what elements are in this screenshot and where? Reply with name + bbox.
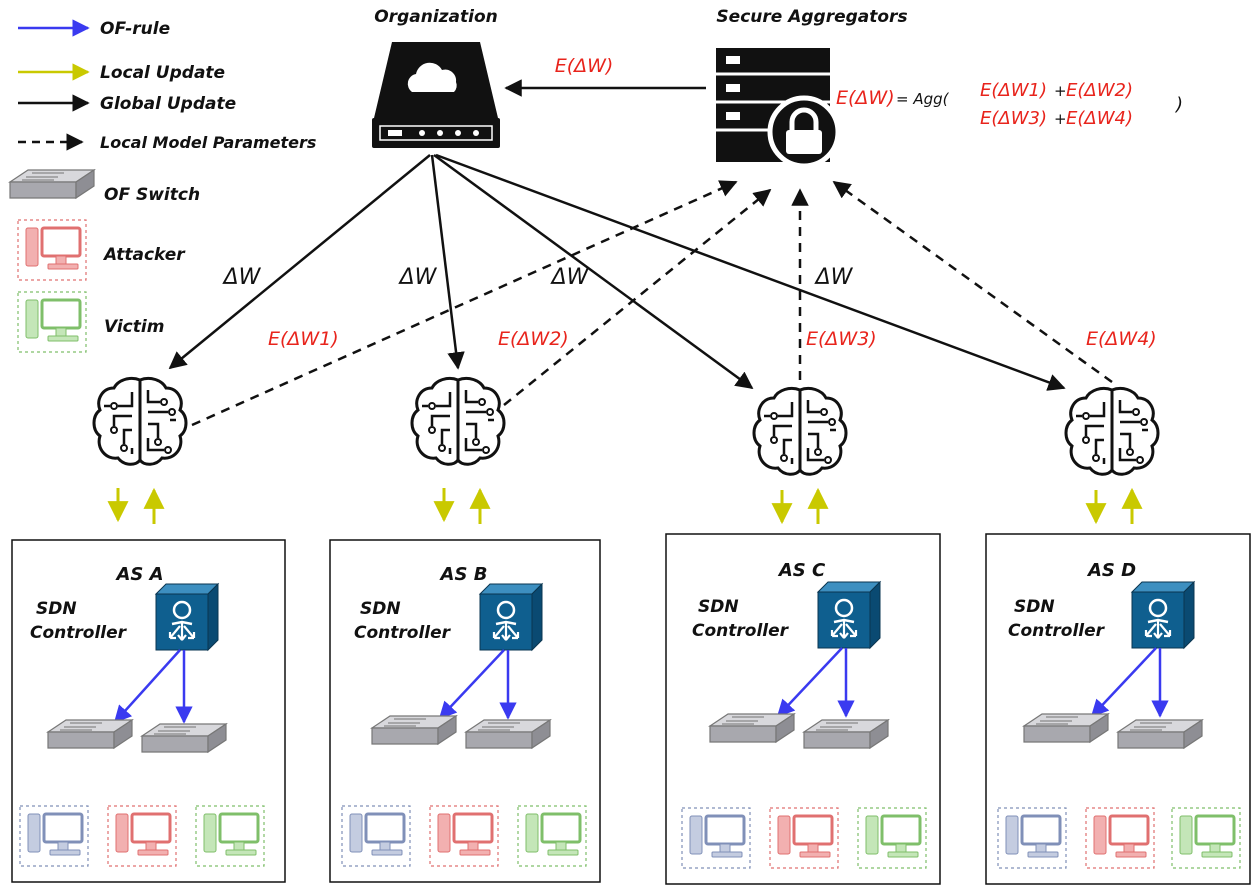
secure-aggregators-node: Secure Aggregators [716,7,908,169]
enc-w2-label: E(ΔW2) [498,328,569,350]
enc-w1-label: E(ΔW1) [268,328,339,350]
of-switch-icon [1117,719,1203,749]
attacker-pc-icon [1084,806,1156,870]
pc-icon [996,806,1068,870]
legend-of-rule-label: OF-rule [100,19,170,39]
global-arrow-a [168,154,431,370]
local-model-brain-icon-d [1064,386,1160,476]
sdn-controller-icon [816,580,882,650]
cloud-icon [407,62,457,92]
server-icon [372,42,500,148]
of-switch-icon [709,713,795,743]
formula-lhs: E(ΔW) [836,87,895,109]
legend-local-params-label: Local Model Parameters [100,133,316,152]
sdn-controller-icon [478,582,544,652]
pc-icon [340,804,412,868]
of-switch-icon [371,715,457,745]
delta-w-label-c: ΔW [550,265,590,290]
global-arrow-c [433,153,754,390]
formula-term-3: E(ΔW3) [980,108,1047,129]
local-model-brain-icon-a [92,376,188,466]
formula-term-1: E(ΔW1) [980,80,1047,101]
attacker-pc-icon [768,806,840,870]
attacker-pc-icon [428,804,500,868]
as-box-border [665,533,941,885]
organization-label: Organization [374,7,498,27]
formula-term-2: E(ΔW2) [1066,80,1133,101]
formula-eq: = Agg( [896,90,950,108]
formula-plus-1: + [1054,82,1067,100]
global-arrow-b [430,154,465,370]
sdn-controller-icon [1130,580,1196,650]
formula-plus-2: + [1054,110,1067,128]
delta-w-label-d: ΔW [814,265,854,290]
controller-label-line1: SDN [1014,597,1055,617]
victim-pc-icon [856,806,928,870]
victim-pc-icon [1170,806,1242,870]
controller-label-line2: Controller [1008,621,1106,641]
global-update-arrows [168,153,1066,391]
local-model-brain-icon-b [410,376,506,466]
as-box-border [985,533,1251,885]
as-title: AS B [439,564,488,585]
victim-pc-icon [516,804,588,868]
org-encrypted-label: E(ΔW) [555,55,614,77]
as-title: AS D [1086,560,1136,581]
of-switch-icon [465,719,551,749]
pc-icon [18,804,90,868]
legend: OF-rule Local Update Global Update Local… [9,19,316,354]
formula-close: ) [1174,94,1183,115]
formula-term-4: E(ΔW4) [1066,108,1133,129]
controller-label-line1: SDN [36,599,77,619]
legend-attacker-label: Attacker [102,245,186,265]
pc-icon [680,806,752,870]
as-title: AS C [777,560,826,581]
organization-node: Organization [372,7,500,148]
secure-server-icon [716,48,841,169]
as-box-border [11,539,286,883]
local-model-brain-icon-c [752,386,848,476]
param-arrow-d [832,180,1113,384]
legend-global-update-label: Global Update [100,94,236,114]
controller-label-line2: Controller [692,621,790,641]
controller-label-line1: SDN [360,599,401,619]
delta-w-label-b: ΔW [398,265,438,290]
local-param-arrows [191,180,1113,427]
legend-victim-label: Victim [104,317,164,337]
local-update-arrows [107,487,1143,525]
enc-w3-label: E(ΔW3) [806,328,877,350]
controller-label-line1: SDN [698,597,739,617]
legend-attacker-icon [16,218,88,282]
delta-w-label-a: ΔW [222,265,262,290]
of-switch-icon [141,723,227,753]
controller-label-line2: Controller [354,623,452,643]
sdn-controller-icon [154,582,220,652]
enc-w4-label: E(ΔW4) [1086,328,1157,350]
secure-aggregators-label: Secure Aggregators [716,7,907,27]
legend-local-update-label: Local Update [100,63,225,83]
aggregation-formula: E(ΔW) = Agg( E(ΔW1) + E(ΔW2) E(ΔW3) + E(… [836,80,1183,129]
as-box-a: AS A SDN Controller [11,539,286,883]
global-arrow-d [435,153,1066,391]
victim-pc-icon [194,804,266,868]
of-switch-icon [803,719,889,749]
as-box-border [329,539,601,883]
attacker-pc-icon [106,804,178,868]
controller-label-line2: Controller [30,623,128,643]
of-switch-icon [1023,713,1109,743]
as-title: AS A [114,564,163,585]
lock-icon [789,107,819,132]
as-box-c: AS C SDN Controller [665,533,941,885]
legend-victim-icon [16,290,88,354]
legend-switch-label: OF Switch [104,185,200,205]
of-switch-icon [47,719,133,749]
as-box-d: AS D SDN Controller [985,533,1251,885]
as-box-b: AS B SDN Controller [329,539,601,883]
param-arrow-a [191,180,738,427]
legend-switch-icon [9,169,95,199]
